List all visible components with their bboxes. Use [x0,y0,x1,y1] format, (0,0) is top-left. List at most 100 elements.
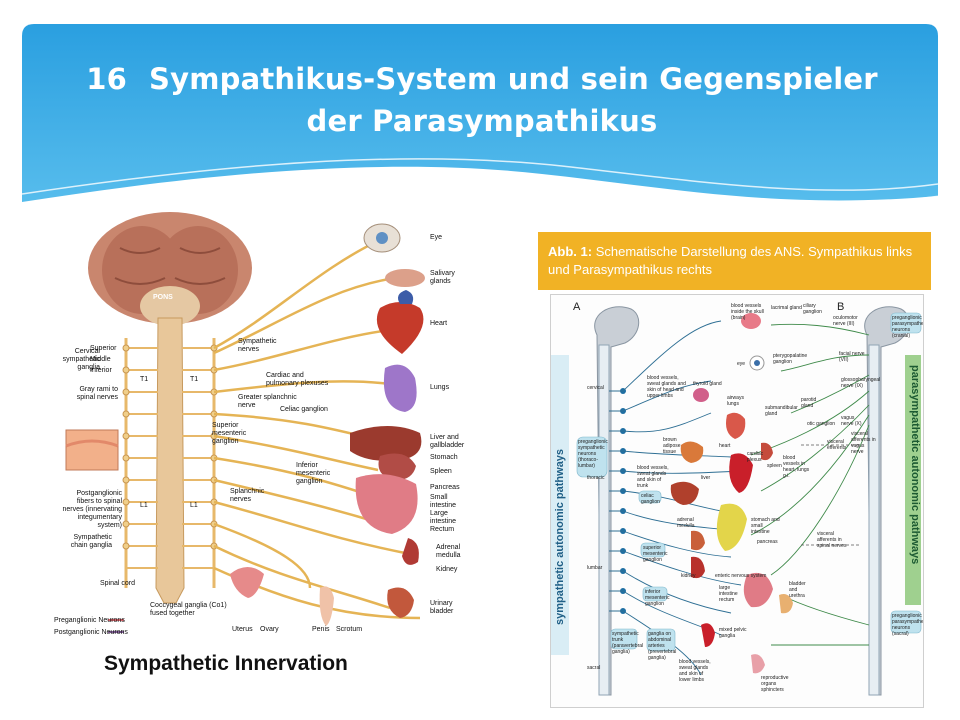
ans-region-lumbar: lumbar [587,565,603,571]
ans-diagram-box: A B sympathetic autonomic pathways paras… [550,294,924,708]
legend-postganglionic: Postganglionic Neurons [54,629,128,636]
organ-label-rectum: Rectum [430,526,455,533]
ans-region-sacral: sacral [587,665,601,671]
organ-label-uterus: Uterus [232,626,253,633]
parasympathetic-pathways-vertical-label: parasympathetic autonomic pathways [909,365,921,565]
ans-label-lower-limb-skin: blood vessels, sweat glands and skin of … [679,659,711,683]
ans-label-head-skin: blood vessels, sweat glands and skin of … [647,375,686,399]
ans-label-visceral-afferents-spinal: visceral afferents in spinal nerves [817,531,847,549]
bubble-sympathetic-trunk [610,628,638,650]
kidney-organ [402,538,419,565]
ans-label-pterygopalatine: pterygopalatine ganglion [773,353,808,365]
heart-organ [376,302,424,354]
ans-label-visceral-afferents-vagus: visceral afferents in vagus nerve [851,431,876,455]
ans-intestine [743,572,773,608]
bubble-prevertebral [646,628,676,652]
bubble-inferior-mesenteric [642,586,668,602]
organ-label-liver: Liver and gallbladder [430,434,465,449]
penis-organ [319,586,334,626]
inferior-label: Inferior [90,367,112,374]
organ-label-eye: Eye [430,234,443,241]
ans-label-ciliary: ciliary ganglion [803,303,822,315]
ans-label-celiac: celiac ganglion [641,493,660,505]
slide-header: 16 Sympathikus-System und sein Gegenspiel… [22,24,938,224]
celiac-ganglion-label: Celiac ganglion [280,406,328,413]
ganglia-rungs [126,347,214,569]
chain-ganglia-label: Sympathetic chain ganglia [70,534,112,549]
slide-title-text: Sympathikus-System und sein Gegenspieler… [149,62,878,138]
panel-letter-b: B [837,301,845,313]
organ-label-large-intestine: Large intestine [430,510,457,525]
slide-number: 16 [86,62,127,96]
ans-reproductive [751,654,765,674]
ans-label-adrenal-medulla: adrenal medulla [677,517,695,529]
sympathetic-nerves-label: Sympathetic nerves [238,338,277,353]
salivary-organ [385,269,425,287]
bubble-preganglionic-sympathetic [576,436,608,478]
ans-label-thyroid: thyroid gland [693,381,722,387]
l1-left-label: L1 [140,502,148,509]
ans-label-sacral-neurons: preganglionic parasympathetic neurons (s… [892,613,924,637]
ans-thyroid [693,388,709,402]
ans-diagram [551,306,922,696]
skin-inset [65,429,119,471]
ans-label-inferior-mesenteric: inferior mesenteric ganglion [645,589,670,607]
spinal-cord-label: Spinal cord [100,580,136,587]
organ-label-pancreas: Pancreas [430,484,460,491]
ans-label-oculomotor: oculomotor nerve (III) [833,315,858,327]
ans-label-enteric: enteric nervous system [715,573,767,579]
bubble-cranial [890,312,922,334]
stomach-organ [378,453,416,481]
ans-label-facial: facial nerve (VII) [839,351,865,363]
ans-blood-vessel-skull [741,313,761,329]
bubble-celiac [638,490,662,504]
ans-label-liver: liver [701,475,711,481]
ans-label-cardiac-plexus: cardiac plexus [747,451,764,463]
organ-label-heart: Heart [430,320,448,327]
ans-label-visceral-efferents: visceral efferents [827,439,847,451]
ans-label-glossopharyngeal: glossopharyngeal nerve (IX) [841,377,881,389]
anatomy-illustration [65,212,425,633]
ans-bladder [779,594,793,614]
figure-caption: Sympathetic Innervation [104,652,348,675]
ans-heart [729,453,753,493]
superior-label: Superior [90,345,117,352]
ans-lungs [726,412,746,439]
organ-label-bladder: Urinary bladder [430,600,454,615]
ans-label-airways: airways lungs [727,395,744,407]
lungs-organ [383,364,417,412]
bubble-superior-mesenteric [640,542,666,558]
organ-label-small-intestine: Small intestine [430,494,457,509]
uterus-organ [230,567,264,598]
ans-kidney [691,556,705,579]
organ-label-kidney: Kidney [436,566,458,573]
bladder-organ [387,587,414,618]
organ-label-penis: Penis [312,626,330,633]
panel-letter-a: A [573,301,581,313]
t1-right-label: T1 [190,376,199,383]
slide-title: 16 Sympathikus-System und sein Gegenspiel… [62,58,902,142]
ans-adrenal [691,530,705,551]
ans-label-mixed-pelvic: mixed pelvic ganglia [719,627,747,639]
organ-label-lungs: Lungs [430,384,450,391]
ans-label-skull-vessels: blood vessels inside the skull (brain) [731,303,764,321]
ans-label-stomach: stomach and small intestine [751,517,780,535]
ans-label-otic: otic ganglion [807,421,836,427]
ans-label-heart: heart [719,443,731,449]
sympathetic-pathways-vertical-label: sympathetic autonomic pathways [554,448,566,625]
ans-label-kidney: kidney [681,573,696,579]
banner-text: Schematische Darstellung des ANS. Sympat… [548,244,913,277]
ans-schematic-figure: Abb. 1: Schematische Darstellung des ANS… [538,220,933,714]
ans-label-lacrimal: lacrimal gland [771,305,802,311]
ans-label-large-intestine: large intestine rectum [719,585,738,603]
inferior-mesenteric-label: Inferior mesenteric ganglion [296,462,331,485]
ans-label-bladder: bladder and urethra [789,581,806,599]
ans-label-reproductive: reproductive organs sphincters [761,675,789,693]
ans-blood-vessels-lower [701,623,715,647]
ans-liver [670,481,699,505]
ans-label-vessels-heart: blood vessels in heart, lungs g.i. [783,455,810,479]
l1-right-label: L1 [190,502,198,509]
cervical-ganglia-label: Cervical sympathetic ganglia [62,348,100,371]
parasympathetic-efferent-lines [750,323,870,646]
postganglionic-fibers-label: Postganglionic fibers to spinal nerves (… [62,490,122,529]
